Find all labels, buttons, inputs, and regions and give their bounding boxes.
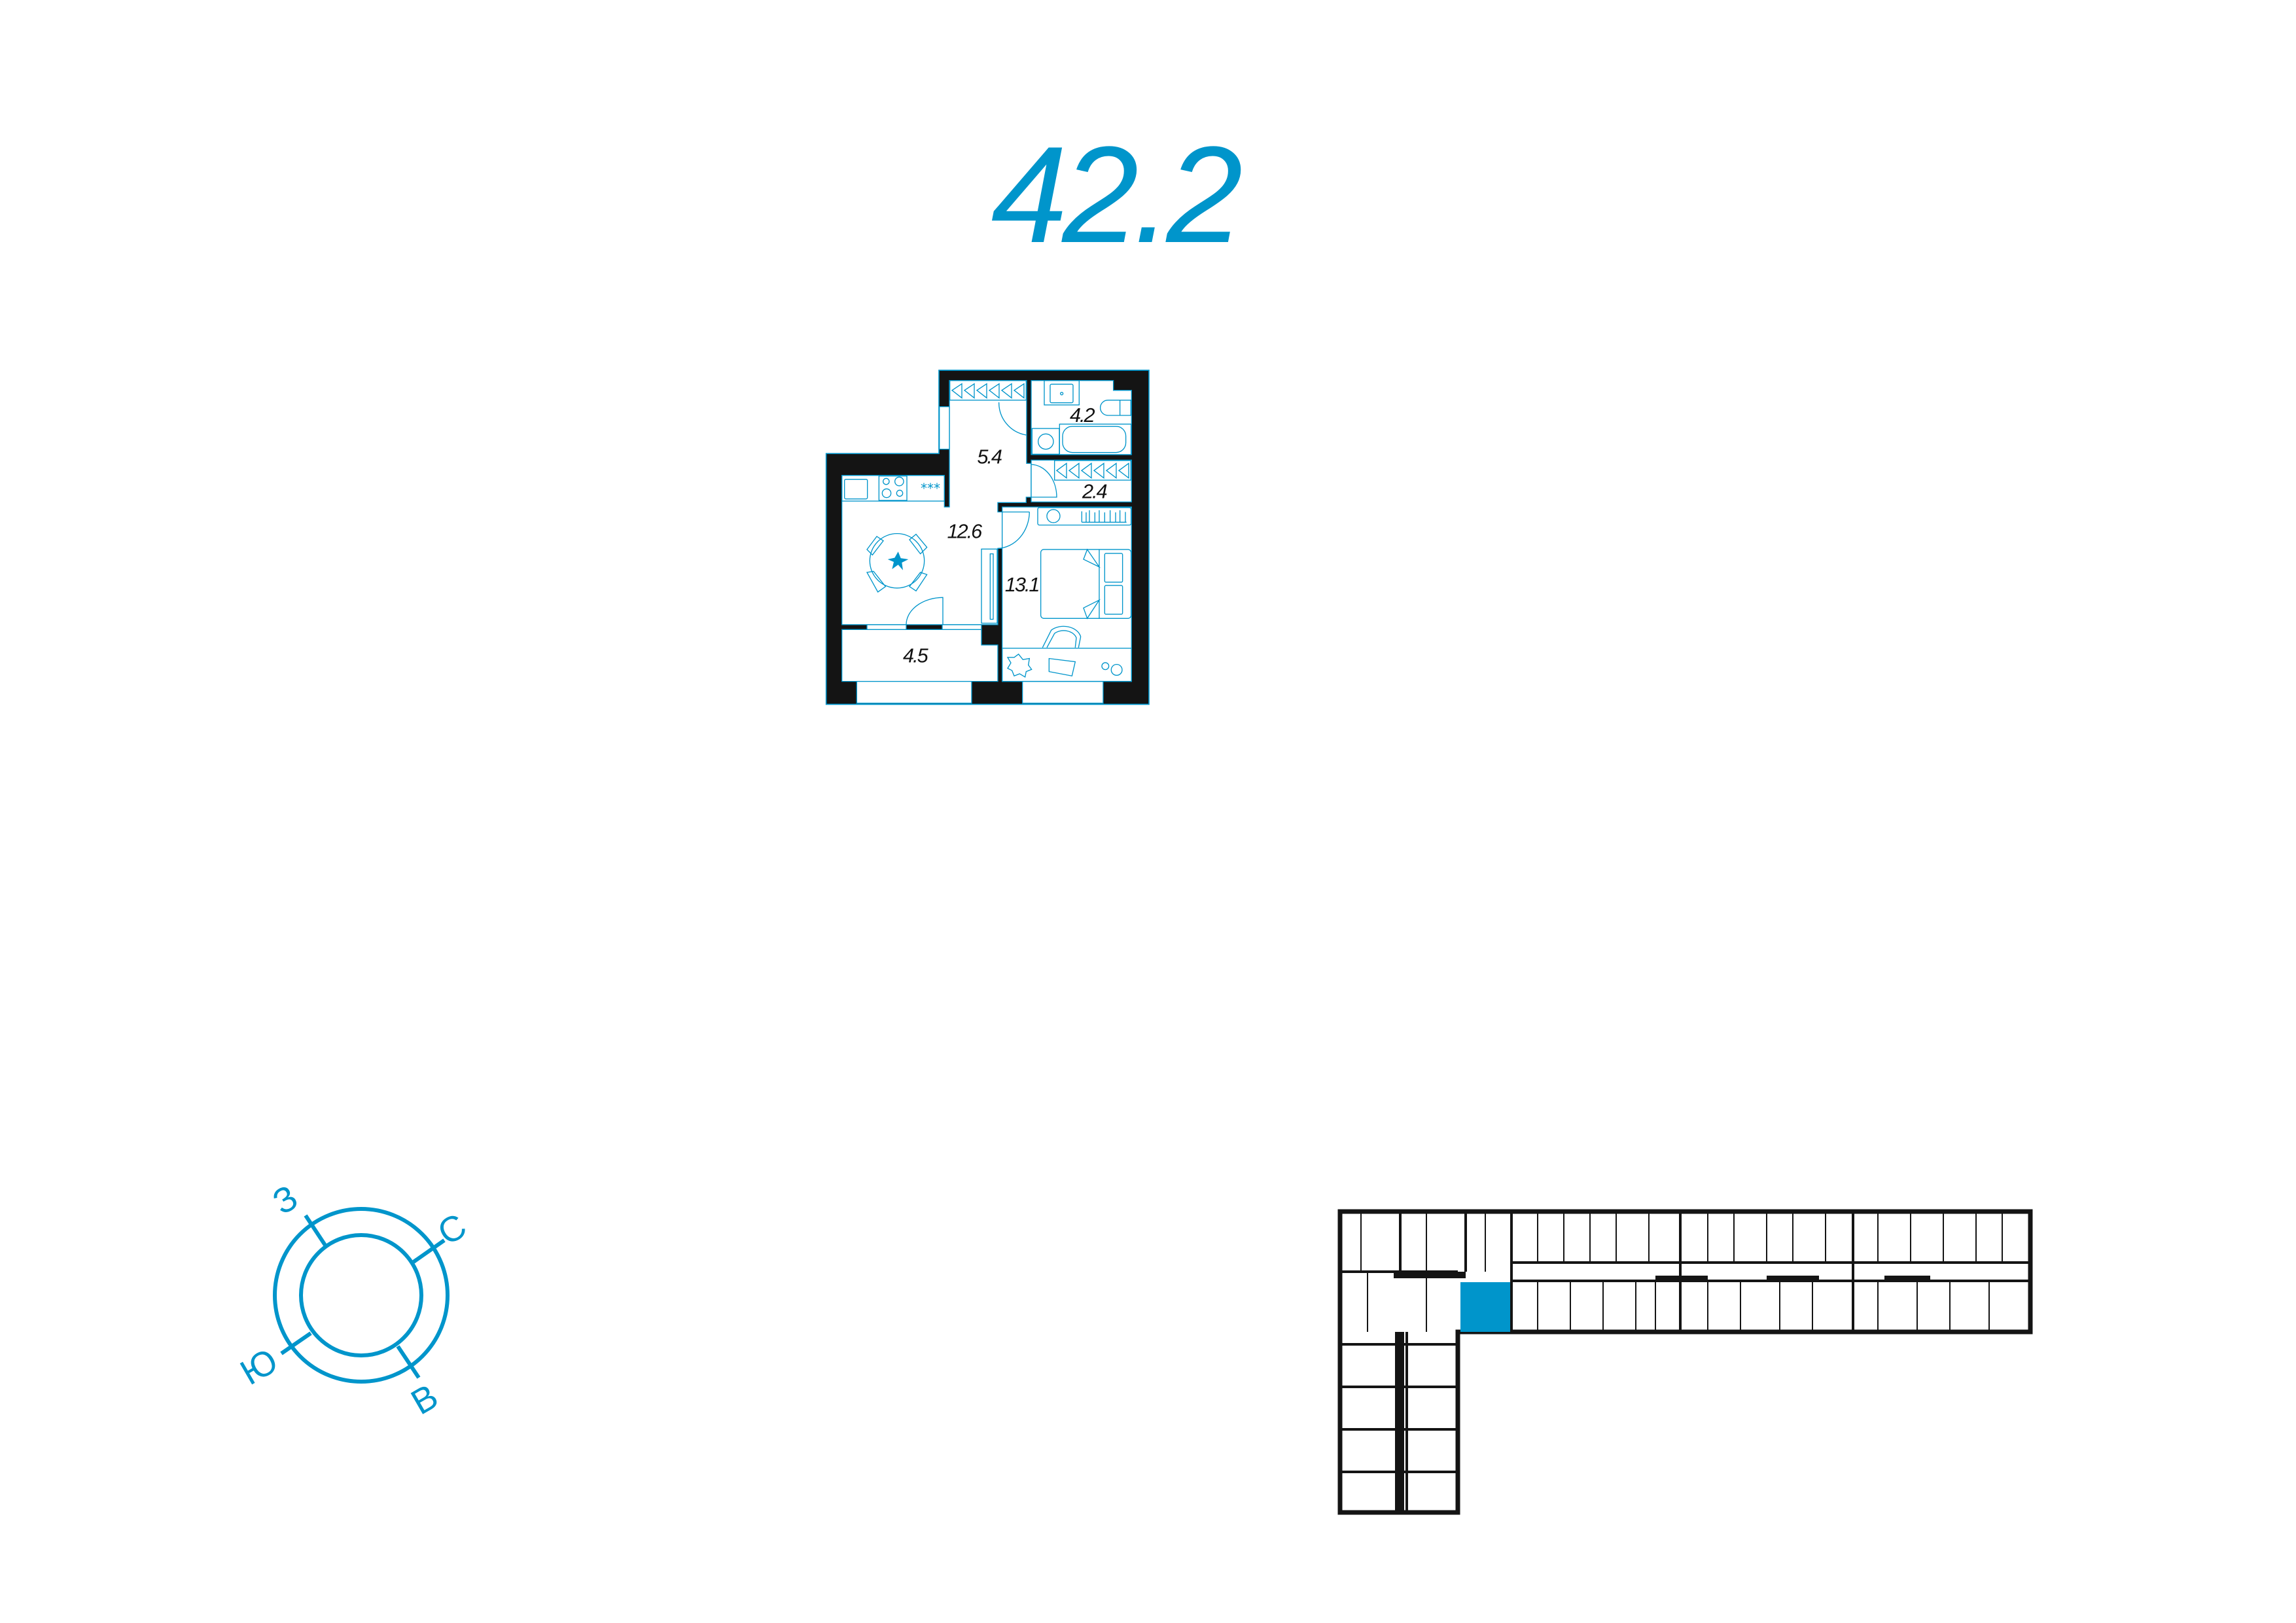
tv-stand — [1037, 507, 1132, 526]
hanger-icon — [1055, 462, 1129, 479]
bedroom — [1001, 506, 1132, 682]
toilet-icon — [1100, 399, 1131, 416]
stove-icon — [878, 475, 908, 501]
key-plan-rooms — [1360, 1212, 2003, 1332]
apartment-plan: *** 5.4 4.2 2.4 12.6 13.1 4.5 — [825, 370, 1150, 705]
wardrobe-side — [981, 548, 998, 624]
compass-inner-ring — [299, 1233, 423, 1357]
compass: З С Ю В — [234, 1178, 473, 1422]
pillow — [1104, 585, 1123, 615]
bathroom — [1031, 379, 1132, 455]
building-key-plan — [1337, 1209, 2033, 1515]
compass-outer-ring — [273, 1207, 450, 1384]
pillow — [1104, 553, 1123, 583]
lamp-icon — [1101, 662, 1110, 671]
door-swing — [998, 402, 1027, 436]
total-area-title: 42.2 — [991, 118, 1241, 271]
highlighted-apartment — [1460, 1282, 1510, 1332]
window — [866, 624, 907, 630]
washing-machine-drum — [1037, 433, 1054, 450]
kitchen-counter — [841, 474, 945, 502]
chair-icon — [1042, 625, 1082, 648]
lamp-base — [1110, 663, 1123, 676]
window — [856, 680, 972, 704]
compass-west: З — [266, 1178, 304, 1222]
sink-basin — [1050, 383, 1074, 404]
speaker-icon — [1046, 509, 1061, 523]
sink-icon — [843, 478, 868, 500]
door-swing — [1031, 464, 1057, 498]
sink-icon — [1044, 379, 1080, 406]
flower-icon — [887, 551, 909, 570]
area-label-balcony: 4.5 — [903, 644, 929, 667]
bed-blanket — [1083, 548, 1101, 620]
area-label-bedroom: 13.1 — [1005, 574, 1039, 596]
books-icon — [1081, 510, 1127, 523]
bathtub-inner — [1062, 425, 1127, 453]
desk — [1001, 648, 1132, 682]
washing-machine-icon — [1031, 428, 1060, 455]
window — [938, 406, 950, 450]
bed-icon — [1040, 549, 1132, 619]
drain — [1059, 391, 1064, 396]
door-swing — [997, 511, 1030, 549]
compass-east: В — [404, 1376, 444, 1422]
hanger-icon — [951, 383, 1025, 399]
compass-south: Ю — [234, 1341, 284, 1393]
window — [1021, 680, 1104, 704]
area-label-storage: 2.4 — [1082, 481, 1107, 503]
storage-room — [1031, 459, 1132, 502]
plant-icon — [1006, 654, 1033, 678]
wardrobe — [949, 379, 1027, 401]
area-label-bathroom: 4.2 — [1070, 404, 1095, 427]
area-label-hallway: 5.4 — [977, 445, 1002, 468]
window — [942, 624, 982, 630]
dining-table-icon — [869, 532, 925, 589]
appliance-mark: *** — [921, 480, 940, 496]
door-swing — [906, 597, 944, 625]
wardrobe — [1053, 460, 1131, 481]
area-label-kitchen: 12.6 — [947, 521, 983, 543]
laptop-icon — [1048, 657, 1076, 677]
chair-icon — [866, 533, 928, 593]
wardrobe-rail — [989, 553, 994, 620]
compass-ticks — [280, 1214, 446, 1379]
